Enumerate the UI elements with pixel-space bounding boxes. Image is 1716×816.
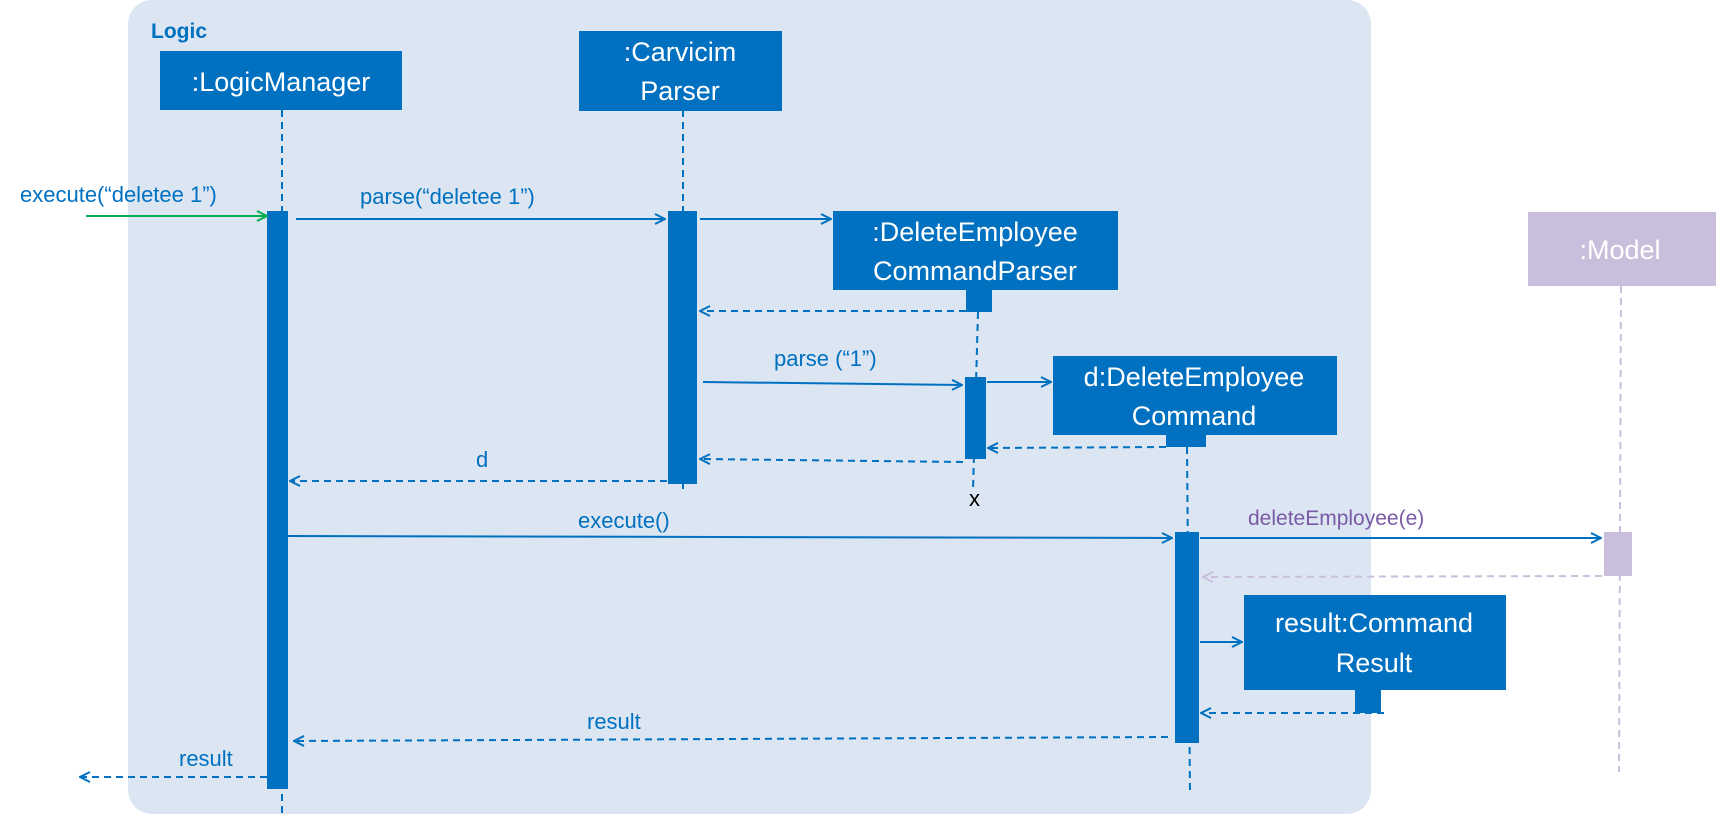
arrow-return-model — [1203, 576, 1603, 577]
arrow-result-return — [294, 737, 1169, 741]
label-parse-call: parse(“deletee 1”) — [360, 184, 535, 209]
activation-model — [1604, 532, 1632, 576]
logic-frame — [128, 0, 1371, 814]
participant-parser — [579, 31, 782, 111]
activation-parser — [668, 211, 697, 484]
participant-parser-label-2: Parser — [640, 76, 720, 106]
participant-delete-parser-label-2: CommandParser — [873, 256, 1077, 286]
delete-command-activation-stub — [1166, 433, 1206, 447]
participant-command-result-label-1: result:Command — [1275, 608, 1473, 638]
label-result-out: result — [179, 746, 233, 771]
label-execute-in: execute(“deletee 1”) — [20, 182, 217, 207]
participant-delete-command-label-2: Command — [1132, 401, 1257, 431]
arrow-parse-one — [702, 382, 962, 385]
label-return-d: d — [476, 447, 488, 472]
participant-command-result-label-2: Result — [1336, 648, 1413, 678]
arrow-return-d-to-parser — [700, 459, 964, 462]
label-parse-one: parse (“1”) — [774, 346, 877, 371]
participant-command-result — [1244, 595, 1506, 690]
activation-logic-manager — [267, 211, 288, 789]
arrow-execute-call — [287, 536, 1172, 538]
participant-model-label: :Model — [1579, 235, 1660, 265]
delete-parser-activation-stub — [966, 288, 992, 312]
activation-delete-command — [1175, 532, 1199, 743]
lifeline-model — [1618, 285, 1622, 773]
participant-delete-command-label-1: d:DeleteEmployee — [1084, 362, 1305, 392]
command-result-activation-stub — [1355, 688, 1381, 713]
participant-delete-parser — [833, 211, 1118, 290]
participant-delete-parser-label-1: :DeleteEmployee — [872, 217, 1078, 247]
participant-model — [1528, 212, 1716, 286]
activation-delete-parser — [965, 377, 986, 459]
label-result-return: result — [587, 709, 641, 734]
participant-logic-manager-label: :LogicManager — [192, 67, 371, 97]
label-delete-employee: deleteEmployee(e) — [1248, 507, 1424, 530]
arrow-return-delete-command — [988, 447, 1167, 448]
participant-logic-manager — [160, 51, 402, 110]
label-execute-call: execute() — [578, 508, 670, 533]
participant-delete-command — [1053, 356, 1337, 435]
logic-frame-label: Logic — [151, 20, 207, 43]
destroy-mark: x — [969, 486, 980, 511]
participant-parser-label-1: :Carvicim — [624, 37, 737, 67]
